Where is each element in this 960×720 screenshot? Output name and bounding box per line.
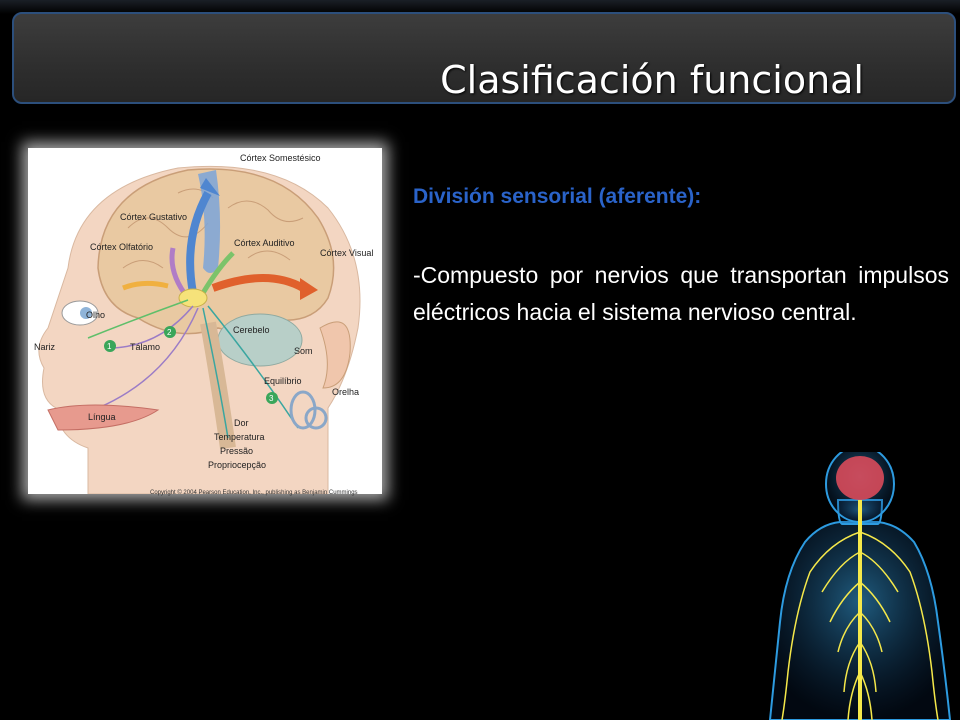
slide-body-text: -Compuesto por nervios que transportan i… [413,262,949,325]
label-sound: Som [294,346,313,356]
marker-1: 1 [107,342,112,351]
brain-glow [836,456,884,500]
auditory-arrow [200,251,235,295]
label-pressure: Pressão [220,446,253,456]
label-pain: Dor [234,418,249,428]
olfactory-arrow [122,280,169,291]
marker-3: 3 [269,394,274,403]
title-bar: Clasificación funcional [12,12,956,104]
label-eye: Olho [86,310,105,320]
label-nose: Nariz [34,342,56,352]
somatosensory-arrowhead [200,178,220,196]
label-proprioception: Propriocepção [208,460,266,470]
label-ear: Orelha [332,387,359,397]
brain-diagram: Córtex Somestésico Córtex Gustativo Córt… [34,153,373,494]
peripheral-nerves [781,531,939,720]
label-olfactory: Córtex Olfatório [90,242,153,252]
label-somatosensory: Córtex Somestésico [240,153,321,163]
label-thalamus: Tálamo [130,342,160,352]
top-edge-glow [0,0,960,14]
somatosensory-arrow [186,191,212,294]
label-auditory: Córtex Auditivo [234,238,295,248]
visual-arrow [211,274,305,292]
label-cerebellum: Cerebelo [233,325,270,335]
sensory-brain-figure: Córtex Somestésico Córtex Gustativo Córt… [28,148,382,494]
inner-ear-shape [289,390,328,430]
slide-title: Clasificación funcional [440,58,864,102]
cerebellum-shape [217,313,303,367]
iris-shape [80,307,92,319]
thalamus-shape [178,288,208,308]
label-temperature: Temperatura [214,432,265,442]
nervous-system-figure [768,452,952,720]
ear-shape [319,321,351,389]
visual-arrowhead [300,278,318,300]
label-visual: Córtex Visual [320,248,373,258]
pathway-markers: 1 2 3 [104,326,278,404]
tongue-shape [47,404,160,431]
figure-copyright: Copyright © 2004 Pearson Education, Inc.… [150,490,358,496]
marker-2: 2 [167,328,172,337]
sensory-pathways [87,299,299,439]
label-gustatory: Córtex Gustativo [120,212,187,222]
label-tongue: Língua [88,412,116,422]
slide-subtitle: División sensorial (aferente): [413,185,702,208]
label-balance: Equilíbrio [264,376,302,386]
